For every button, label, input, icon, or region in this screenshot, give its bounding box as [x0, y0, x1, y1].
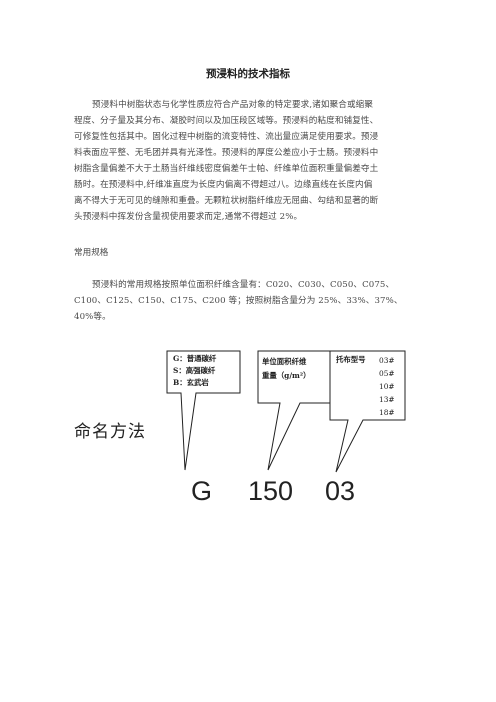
paragraph-line: 预浸料中树脂状态与化学性质应符合产品对象的特定要求,诸如聚合或缩聚 — [92, 100, 374, 110]
paragraph-line: 树脂含量偏差不大于土肠当纤维线密度偏差午士帕、纤维单位面积重量偏差夺土 — [74, 164, 379, 174]
section-heading-common-specs: 常用规格 — [74, 248, 109, 258]
fiber-type-line: G：普通碳纤 — [173, 354, 217, 363]
callout-codes-cloth-model: 03# 05# 10# 13# 18# — [379, 354, 395, 419]
paragraph-technical-specs: 预浸料中树脂状态与化学性质应符合产品对象的特定要求,诸如聚合或缩聚 程度、分子量… — [74, 97, 424, 225]
callout-header-cloth-model: 托布型号 — [336, 355, 366, 364]
cloth-model-code: 03# — [379, 356, 395, 365]
callout-box-cloth-model — [329, 350, 406, 473]
paragraph-line: 可修复性包括其中。固化过程中树脂的流变特性、流出量应满足使用要求。预浸 — [74, 132, 379, 142]
area-weight-line: 单位面积纤维 — [262, 357, 307, 366]
cloth-model-code: 18# — [379, 408, 395, 417]
paragraph-line: C100、C125、C150、C175、C200 等；按照树脂含量分为 25%、… — [74, 296, 403, 306]
paragraph-common-specs: 预浸料的常用规格按照单位面积纤维含量有：C020、C030、C050、C075、… — [74, 277, 424, 325]
paragraph-line: 头预浸料中挥发份含量视使用要求而定,通常不得超过 2%。 — [74, 212, 303, 222]
paragraph-line: 程度、分子量及其分布、凝胶时间以及加压段区域等。预浸料的粘度和铺复性、 — [74, 116, 379, 126]
area-weight-line: 重量（g/m²） — [262, 371, 311, 380]
naming-method-label: 命名方法 — [74, 422, 146, 442]
naming-diagram-callouts — [166, 350, 406, 473]
code-part-fiber: G — [191, 476, 213, 506]
page-title: 预浸料的技术指标 — [206, 68, 290, 80]
code-part-weight: 150 — [248, 476, 294, 506]
callout-text-fiber-type: G：普通碳纤 S：高强碳纤 B：玄武岩 — [173, 353, 216, 389]
paragraph-line: 肠时。在预浸料中,纤维准直度为长度内偏离不得超过八。边缘直线在长度内偏 — [74, 180, 373, 190]
paragraph-line: 40%等。 — [74, 312, 111, 322]
callout-box-fiber-type — [166, 350, 241, 471]
paragraph-line: 预浸料的常用规格按照单位面积纤维含量有：C020、C030、C050、C075、 — [92, 280, 395, 290]
paragraph-line: 离不得大于无可见的缝隙和重叠。无颗粒状树脂纤维应无屈曲、勾结和显著的断 — [74, 196, 379, 206]
callout-text-area-weight: 单位面积纤维 重量（g/m²） — [262, 355, 311, 383]
fiber-type-line: B：玄武岩 — [173, 378, 209, 387]
code-part-model: 03 — [325, 476, 356, 506]
cloth-model-code: 10# — [379, 382, 395, 391]
cloth-model-code: 05# — [379, 369, 395, 378]
fiber-type-line: S：高强碳纤 — [173, 366, 216, 375]
cloth-model-code: 13# — [379, 395, 395, 404]
paragraph-line: 料表面应平整、无毛团并具有光泽性。预浸料的厚度公差应小于士肠。预浸料中 — [74, 148, 379, 158]
